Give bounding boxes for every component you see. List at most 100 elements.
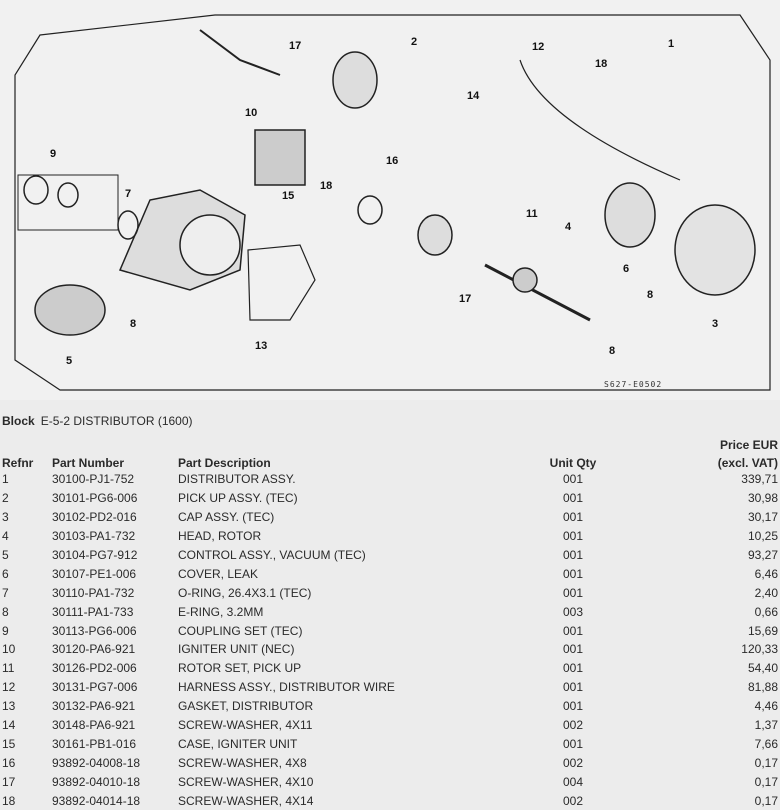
callout-16: 16 <box>386 155 399 167</box>
header-description: Part Description <box>178 456 271 470</box>
callout-17: 17 <box>289 40 302 52</box>
cell-refnr: 16 <box>2 755 16 770</box>
cell-qty: 001 <box>562 699 584 714</box>
cell-part-number: 93892-04008-18 <box>52 755 141 770</box>
callout-12: 12 <box>532 41 545 53</box>
cell-qty: 001 <box>562 585 584 600</box>
cell-part-number: 30101-PG6-006 <box>52 491 138 506</box>
cell-qty: 001 <box>562 661 584 676</box>
cell-qty: 001 <box>562 529 584 544</box>
cell-description: SCREW-WASHER, 4X11 <box>178 718 313 733</box>
cell-price: 10,25 <box>747 529 778 544</box>
header-row-top: Price EUR <box>0 434 780 452</box>
cell-part-number: 30104-PG7-912 <box>52 548 138 562</box>
cell-part-number: 30111-PA1-733 <box>52 604 134 619</box>
cell-description: CASE, IGNITER UNIT <box>178 736 298 751</box>
cell-price: 0,17 <box>754 755 778 770</box>
cell-refnr: 6 <box>2 566 9 581</box>
cell-qty: 001 <box>562 642 584 657</box>
cell-qty: 001 <box>562 566 584 581</box>
cell-qty: 003 <box>562 604 584 619</box>
header-part-number: Part Number <box>52 456 125 470</box>
cell-refnr: 15 <box>2 736 16 751</box>
cell-part-number: 30113-PG6-006 <box>52 623 137 638</box>
cell-qty: 001 <box>562 472 584 487</box>
cell-part-number: 30110-PA1-732 <box>52 585 135 600</box>
callout-8: 8 <box>130 318 137 330</box>
callout-4: 4 <box>565 221 572 233</box>
parts-table: Price EUR Refnr Part Number Part Descrip… <box>0 434 780 810</box>
diagram-code: S627-E0502 <box>604 380 663 389</box>
cell-price: 4,46 <box>754 699 778 714</box>
cell-refnr: 1 <box>2 472 9 487</box>
cell-refnr: 7 <box>2 585 9 600</box>
callout-3: 3 <box>712 318 719 330</box>
cell-price: 54,40 <box>747 661 778 676</box>
cell-price: 120,33 <box>741 642 778 657</box>
cell-qty: 001 <box>562 623 584 638</box>
cell-description: SCREW-WASHER, 4X10 <box>178 774 314 789</box>
callout-8: 8 <box>609 345 616 357</box>
cell-description: SCREW-WASHER, 4X8 <box>178 755 307 770</box>
block-value: E-5-2 DISTRIBUTOR (1600) <box>40 414 193 428</box>
cell-refnr: 12 <box>2 680 16 695</box>
cell-price: 30,98 <box>747 491 778 506</box>
cell-refnr: 8 <box>2 604 9 619</box>
cell-qty: 002 <box>562 718 584 733</box>
header-price-line1: Price EUR <box>719 438 778 452</box>
parts-diagram: 1 2 3 4 5 6 7 8 8 8 9 10 11 12 13 14 15 … <box>0 0 780 400</box>
table-row: 13 30132-PA6-921 GASKET, DISTRIBUTOR 001 4,4… <box>0 697 780 716</box>
cell-refnr: 11 <box>2 661 15 676</box>
cell-part-number: 30161-PB1-016 <box>52 736 137 751</box>
cell-refnr: 9 <box>2 623 9 638</box>
cell-part-number: 30132-PA6-921 <box>52 699 136 714</box>
callout-5: 5 <box>66 355 73 367</box>
block-label: Block <box>2 414 35 428</box>
cell-price: 6,46 <box>754 566 778 581</box>
cell-refnr: 3 <box>2 510 9 525</box>
cell-part-number: 30103-PA1-732 <box>52 529 136 544</box>
cell-description: GASKET, DISTRIBUTOR <box>178 699 314 714</box>
cell-refnr: 5 <box>2 548 9 562</box>
callout-13: 13 <box>255 340 268 352</box>
cell-part-number: 30148-PA6-921 <box>52 718 136 733</box>
cell-qty: 001 <box>562 548 584 562</box>
cell-part-number: 30102-PD2-016 <box>52 510 137 525</box>
cell-part-number: 30100-PJ1-752 <box>52 472 135 487</box>
cell-part-number: 93892-04010-18 <box>52 774 141 789</box>
cell-price: 81,88 <box>747 680 778 695</box>
cell-qty: 002 <box>562 755 584 770</box>
cell-price: 7,66 <box>754 736 778 751</box>
cell-refnr: 13 <box>2 699 16 714</box>
callout-8: 8 <box>647 289 654 301</box>
cell-qty: 001 <box>562 680 584 695</box>
table-row: 14 30148-PA6-921 SCREW-WASHER, 4X11 002 1,37 <box>0 716 780 735</box>
cell-price: 2,40 <box>754 585 778 600</box>
cell-part-number: 30126-PD2-006 <box>52 661 137 676</box>
cell-refnr: 17 <box>2 774 16 789</box>
cell-description: DISTRIBUTOR ASSY. <box>178 472 296 487</box>
cell-price: 1,37 <box>754 718 778 733</box>
callout-10: 10 <box>245 107 258 119</box>
cell-description: HARNESS ASSY., DISTRIBUTOR WIRE <box>178 680 395 695</box>
callout-18: 18 <box>595 58 608 70</box>
cell-refnr: 14 <box>2 718 16 733</box>
cell-refnr: 10 <box>2 642 16 657</box>
callout-6: 6 <box>623 263 630 275</box>
cell-qty: 001 <box>562 510 584 525</box>
callout-17: 17 <box>459 293 472 305</box>
cell-price: 15,69 <box>747 623 778 638</box>
table-row: 16 93892-04008-18 SCREW-WASHER, 4X8 002 0,17 <box>0 753 780 772</box>
cell-price: 0,66 <box>754 604 778 619</box>
